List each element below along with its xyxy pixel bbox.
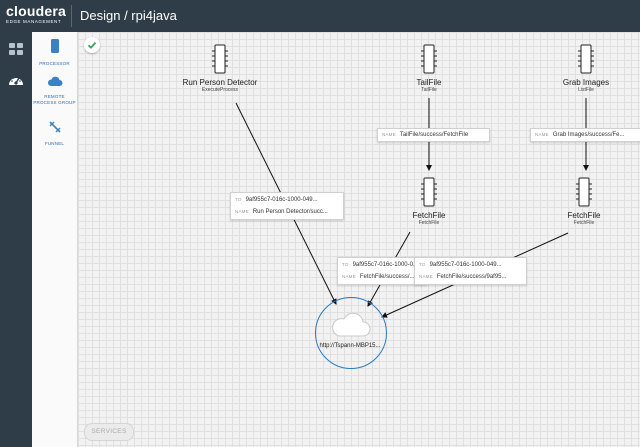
processor-icon [421, 44, 437, 74]
processor-run-person-detector[interactable]: Run Person Detector ExecuteProcess [160, 44, 280, 93]
name-key: NAME [342, 274, 356, 279]
name-key: NAME [535, 132, 549, 137]
processor-icon [50, 39, 59, 53]
processor-type: ListFile [578, 87, 594, 93]
name-key: NAME [382, 132, 396, 137]
logo-subtitle: EDGE MANAGEMENT [6, 19, 62, 24]
funnel-icon [48, 121, 61, 133]
page-title: Design / rpi4java [80, 8, 177, 23]
connection-name: TailFile/success/FetchFile [399, 132, 469, 138]
component-palette: PROCESSOR REMOTE PROCESS GROUP FUNNEL [32, 32, 78, 447]
connection-name: Run Person Detector/succ... [252, 209, 328, 215]
connection-name: FetchFile/success/... [359, 274, 415, 280]
processor-name: Grab Images [562, 78, 610, 87]
cloud-icon [332, 312, 371, 337]
processor-type: FetchFile [418, 220, 440, 226]
palette-funnel-label: FUNNEL [44, 141, 65, 146]
connection-to: 9af955c7-016c-1000-049... [245, 197, 318, 203]
processor-icon [421, 177, 437, 207]
logo-text: cloudera [6, 3, 66, 19]
processor-tailfile[interactable]: TailFile TailFile [369, 44, 489, 93]
header-divider [71, 5, 72, 27]
processor-fetchfile-2[interactable]: FetchFile FetchFile [524, 177, 640, 226]
processor-grab-images[interactable]: Grab Images ListFile [526, 44, 640, 93]
name-key: NAME [419, 274, 433, 279]
palette-remote-process-group[interactable]: REMOTE PROCESS GROUP [32, 74, 77, 105]
cloudera-logo[interactable]: cloudera EDGE MANAGEMENT [6, 4, 66, 24]
services-button[interactable]: SERVICES [84, 423, 134, 441]
palette-funnel[interactable]: FUNNEL [32, 120, 77, 147]
processor-name: FetchFile [567, 211, 601, 220]
palette-processor-label: PROCESSOR [39, 61, 70, 66]
gauge-icon[interactable] [7, 72, 25, 90]
remote-process-group-url: http://Tspann-MBP15... [319, 343, 381, 349]
check-icon [87, 41, 97, 49]
processor-type: ExecuteProcess [201, 87, 239, 93]
processor-fetchfile-1[interactable]: FetchFile FetchFile [369, 177, 489, 226]
processor-icon [212, 44, 228, 74]
processor-type: FetchFile [573, 220, 595, 226]
connection-name: FetchFile/success/9af95... [436, 274, 507, 280]
processor-type: TailFile [421, 87, 437, 93]
palette-processor[interactable]: PROCESSOR [32, 38, 77, 67]
cloud-icon [47, 76, 62, 86]
name-key: NAME [235, 209, 249, 214]
processor-icon [576, 177, 592, 207]
processor-icon [578, 44, 594, 74]
remote-process-group[interactable] [315, 297, 387, 369]
to-key: TO [419, 262, 426, 267]
top-bar: cloudera EDGE MANAGEMENT Design / rpi4ja… [0, 0, 640, 32]
processor-name: Run Person Detector [182, 78, 258, 87]
processor-name: TailFile [416, 78, 442, 87]
palette-rpg-label: REMOTE PROCESS GROUP [33, 94, 76, 105]
to-key: TO [342, 262, 349, 267]
connection-to: 9af955c7-016c-1000-0... [352, 262, 418, 268]
processor-name: FetchFile [412, 211, 446, 220]
dashboard-grid-icon[interactable] [7, 40, 25, 58]
connection-name: Grab Images/success/Fe... [552, 132, 625, 138]
to-key: TO [235, 197, 242, 202]
flow-canvas[interactable] [78, 32, 640, 447]
connection-to: 9af955c7-016c-1000-049... [429, 262, 502, 268]
left-nav [0, 32, 32, 447]
status-check[interactable] [84, 37, 100, 53]
